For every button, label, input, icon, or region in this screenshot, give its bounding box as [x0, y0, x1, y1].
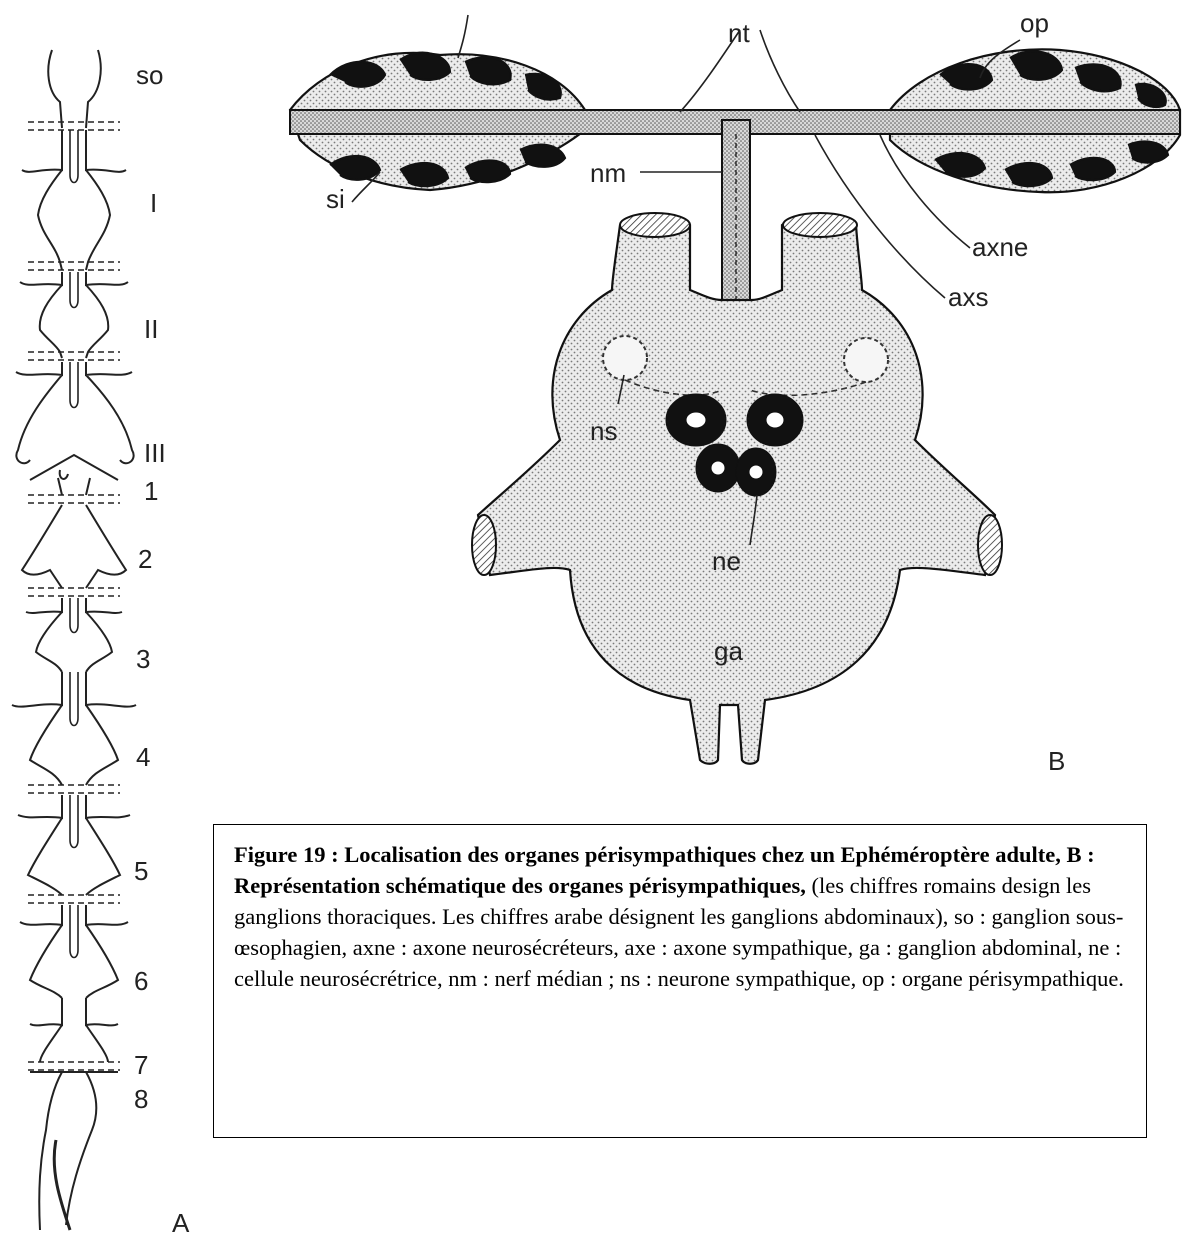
label-7: 7 [134, 1050, 148, 1080]
label-3: 3 [136, 644, 150, 674]
lateral-nerve-cut-left [472, 515, 496, 575]
subesophageal-ganglion [48, 50, 100, 128]
sympathetic-neuron-right [844, 338, 888, 382]
label-5: 5 [134, 856, 148, 886]
label-ns: ns [590, 416, 617, 446]
label-6: 6 [134, 966, 148, 996]
nerve-root-right [783, 213, 857, 237]
label-nm: nm [590, 158, 626, 188]
label-si: si [326, 184, 345, 214]
figure-A-letter: A [172, 1208, 190, 1238]
label-II: II [144, 314, 158, 344]
label-so: so [136, 60, 163, 90]
label-III: III [144, 438, 166, 468]
label-axs: axs [948, 282, 988, 312]
thoracic-ganglion-III [16, 362, 134, 463]
abdominal-ganglion-8 [30, 1072, 118, 1230]
abdominal-ganglion-4 [12, 672, 136, 785]
thoracic-ganglion-II [20, 272, 128, 358]
abdominal-ganglion-6 [20, 905, 128, 998]
label-2: 2 [138, 544, 152, 574]
label-1: 1 [144, 476, 158, 506]
figure-caption: Figure 19 : Localisation des organes pér… [213, 824, 1147, 1138]
nerve-chain-diagram [12, 50, 136, 1230]
abdominal-ganglion-7 [30, 998, 118, 1062]
label-nt: nt [728, 18, 750, 48]
label-4: 4 [136, 742, 150, 772]
label-8: 8 [134, 1084, 148, 1114]
sympathetic-neuron-left [603, 336, 647, 380]
abdominal-ganglion-2 [22, 505, 126, 588]
figure-B-letter: B [1048, 746, 1065, 776]
abdominal-ganglion-1 [30, 455, 118, 495]
nerve-root-left [620, 213, 690, 237]
thoracic-ganglion-I [22, 130, 126, 270]
label-ga: ga [714, 636, 743, 666]
label-I: I [150, 188, 157, 218]
label-op: op [1020, 8, 1049, 38]
abdominal-ganglion-5 [18, 795, 130, 895]
label-ne: ne [712, 546, 741, 576]
lateral-nerve-cut-right [978, 515, 1002, 575]
label-axne: axne [972, 232, 1028, 262]
abdominal-ganglion-3 [26, 598, 122, 672]
